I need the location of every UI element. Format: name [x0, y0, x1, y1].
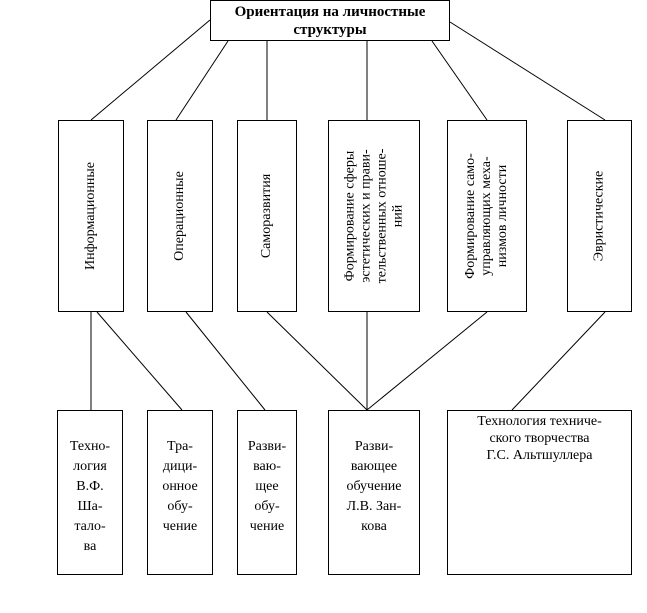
connector-title-informational: [90, 19, 211, 121]
technology-label: Технология техниче- ского творчества Г.С…: [477, 414, 602, 463]
category-self-development: Саморазвития: [237, 120, 297, 312]
category-label: Формирование само- управляющих меха- низ…: [463, 153, 511, 279]
category-label: Формирование сферы эстетических и прави-…: [342, 148, 405, 284]
category-label: Информационные: [83, 161, 98, 271]
technology-traditional: Тра- дици- онное обу- чение: [147, 410, 213, 575]
connector-heuristic-altshuller: [511, 311, 606, 411]
connector-selfgoverning-zankov: [366, 311, 488, 411]
root-node-title-text: Ориентация на личностные структуры: [234, 3, 426, 38]
category-heuristic: Эвристические: [567, 120, 632, 312]
category-label: Операционные: [172, 171, 187, 261]
technology-label: Разви- ваю- щее обу- чение: [247, 439, 287, 534]
technology-developing: Разви- ваю- щее обу- чение: [237, 410, 297, 575]
root-node-title: Ориентация на личностные структуры: [210, 0, 450, 41]
category-label: Саморазвития: [259, 173, 274, 259]
connector-informational-traditional: [96, 311, 183, 411]
category-label: Эвристические: [591, 170, 607, 262]
connector-selfdevelopment-zankov: [266, 311, 368, 411]
category-operational: Операционные: [147, 120, 213, 312]
technology-label: Разви- вающее обучение Л.В. Зан- кова: [346, 439, 402, 534]
technology-zankov: Разви- вающее обучение Л.В. Зан- кова: [328, 410, 420, 575]
technology-label: Техно- логия В.Ф. Ша- тало- ва: [69, 439, 111, 554]
technology-label: Тра- дици- онное обу- чение: [162, 439, 198, 534]
technology-altshuller: Технология техниче- ского творчества Г.С…: [447, 410, 632, 575]
technology-shatalov: Техно- логия В.Ф. Ша- тало- ва: [57, 410, 123, 575]
connector-title-selfgoverning: [431, 40, 488, 121]
category-informational: Информационные: [58, 120, 124, 312]
connector-operational-developing: [185, 311, 266, 411]
connector-title-operational: [175, 40, 229, 121]
category-self-governing: Формирование само- управляющих меха- низ…: [447, 120, 527, 312]
connector-title-heuristic: [449, 21, 606, 121]
category-aesthetic-relations: Формирование сферы эстетических и прави-…: [328, 120, 420, 312]
